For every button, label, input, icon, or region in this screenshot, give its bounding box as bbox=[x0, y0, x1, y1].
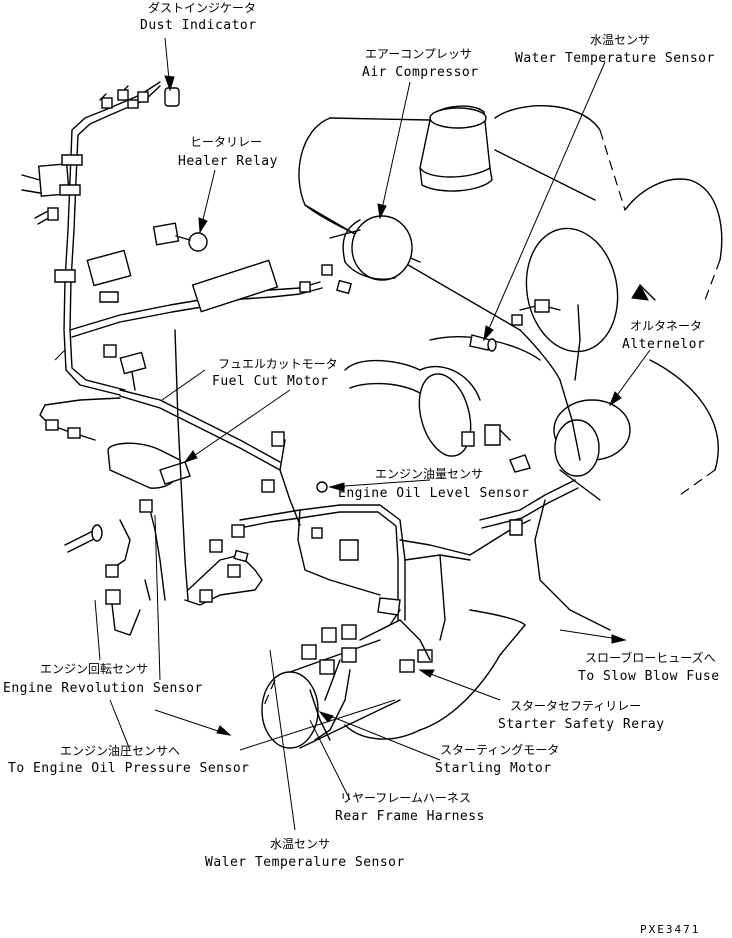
water-temp-bottom-en: Waler Temperalure Sensor bbox=[205, 855, 405, 870]
engine-oil-level-en: Engine Oil Level Sensor bbox=[338, 486, 530, 501]
starting-motor-en: Starling Motor bbox=[435, 761, 552, 776]
water-temp-bottom-jp: 水温センサ bbox=[270, 837, 330, 851]
starter-safety-jp: スタータセフティリレー bbox=[510, 699, 641, 713]
heater-relay-jp: ヒータリレー bbox=[190, 135, 262, 149]
starter-safety-en: Starter Safety Reray bbox=[498, 717, 665, 732]
air-compressor bbox=[321, 215, 413, 295]
air-compressor-en: Air Compressor bbox=[362, 65, 479, 80]
drawing-code: PXE3471 bbox=[640, 923, 700, 936]
engine-oil-pressure-en: To Engine Oil Pressure Sensor bbox=[8, 761, 249, 776]
dust-indicator-en: Dust Indicator bbox=[140, 18, 257, 33]
water-temp-top-jp: 水温センサ bbox=[590, 33, 650, 47]
harness-lines bbox=[21, 81, 611, 741]
starting-motor-jp: スターティングモータ bbox=[440, 743, 559, 757]
heater-relay-en: Healer Relay bbox=[178, 154, 278, 169]
rear-frame-en: Rear Frame Harness bbox=[335, 809, 485, 824]
water-temp-top-en: Water Temperature Sensor bbox=[515, 51, 715, 66]
engine-revolution-en: Engine Revolution Sensor bbox=[3, 681, 203, 696]
engine-oil-pressure-jp: エンジン油圧センサへ bbox=[60, 744, 180, 758]
air-compressor-jp: エアーコンプレッサ bbox=[365, 47, 472, 61]
labels: ダストインジケータ Dust Indicator ヒータリレー Healer R… bbox=[3, 0, 720, 936]
slow-blow-fuse-jp: スローブローヒューズへ bbox=[585, 650, 716, 665]
dust-indicator-jp: ダストインジケータ bbox=[148, 0, 256, 15]
alternator-en: Alternelor bbox=[622, 337, 705, 352]
slow-blow-fuse-en: To Slow Blow Fuse bbox=[578, 669, 720, 684]
engine-revolution-jp: エンジン回転センサ bbox=[40, 662, 148, 676]
rear-frame-jp: リヤーフレームハーネス bbox=[340, 791, 471, 805]
engine-oil-level-jp: エンジン油量センサ bbox=[375, 467, 483, 481]
fuel-cut-motor-en: Fuel Cut Motor bbox=[212, 374, 329, 389]
fuel-cut-motor-jp: フュエルカットモータ bbox=[218, 357, 338, 371]
leader-lines bbox=[54, 37, 651, 831]
alternator-jp: オルタネータ bbox=[630, 319, 702, 333]
